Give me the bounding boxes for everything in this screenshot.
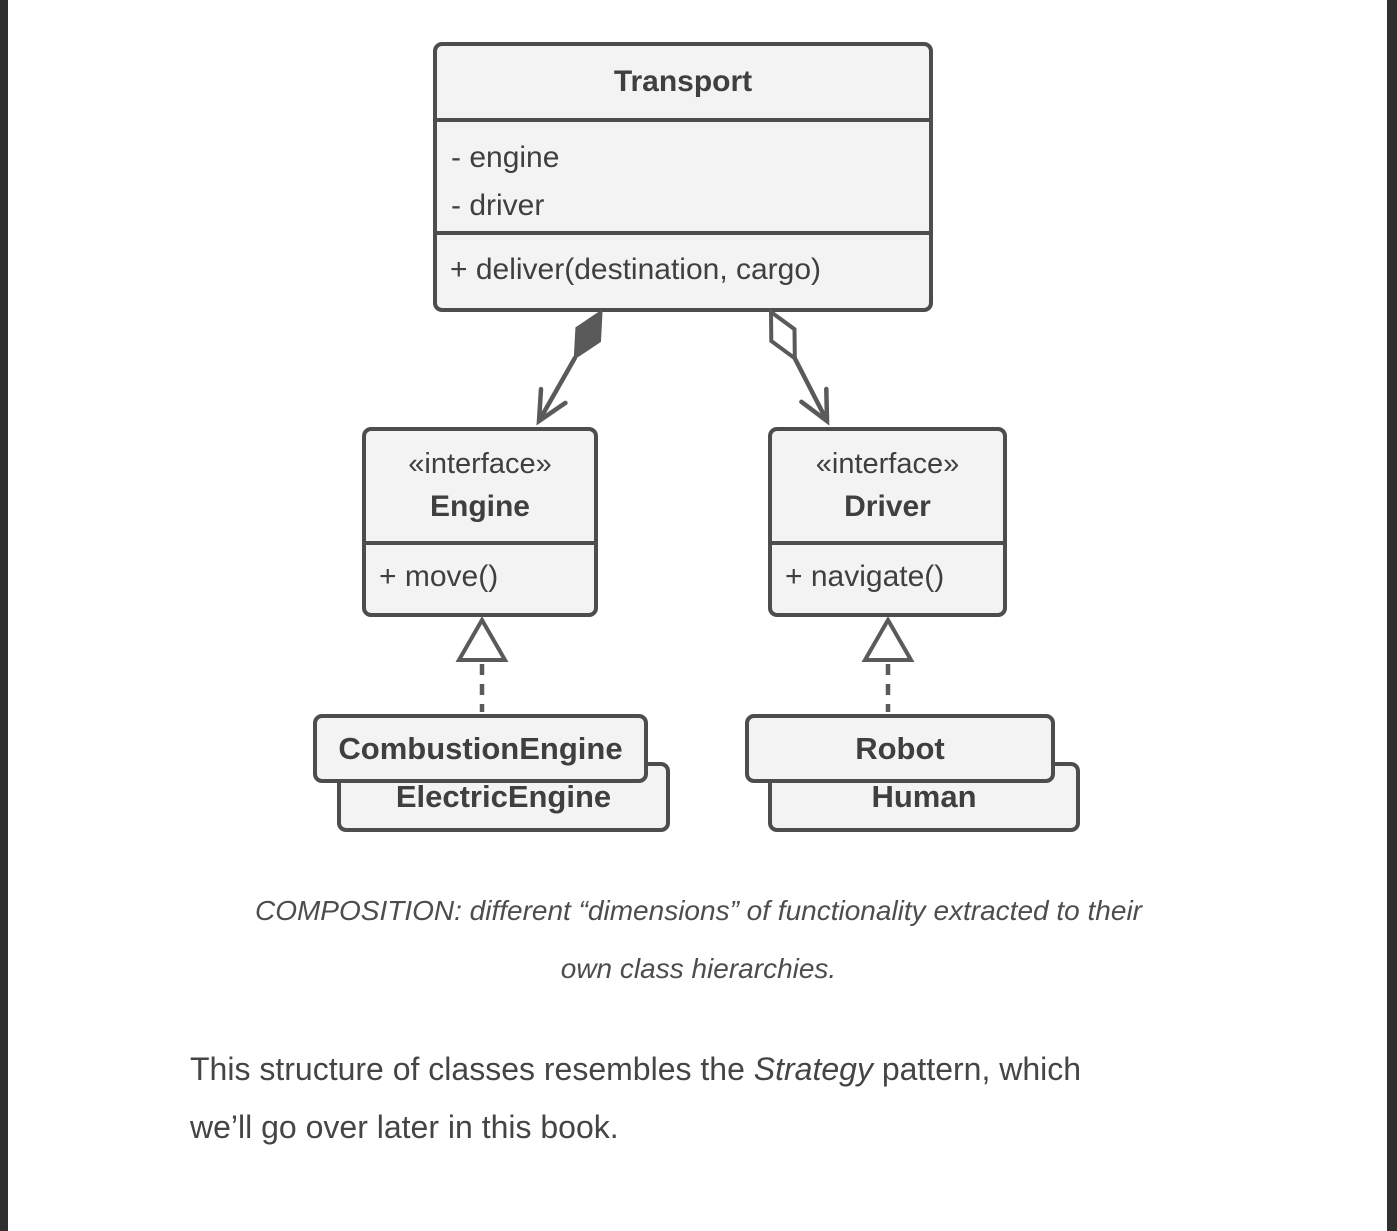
figure-caption: COMPOSITION: different “dimensions” of f… [254, 895, 1142, 984]
realization-connector-combustionengine-engine [455, 615, 509, 712]
class-name-transport: Transport [613, 65, 753, 98]
class-methods-transport: + deliver(destination, cargo) [437, 231, 929, 304]
field-engine: - engine [451, 141, 560, 174]
interface-box-driver: «interface» Driver + navigate() [768, 427, 1007, 617]
method-navigate: + navigate() [785, 560, 945, 593]
method-move: + move() [379, 560, 499, 593]
field-driver: - driver [451, 189, 545, 222]
stereotype-engine: «interface» [408, 448, 552, 480]
interface-name-engine: Engine [429, 490, 530, 523]
interface-methods-driver: + navigate() [772, 541, 1003, 609]
interface-box-engine: «interface» Engine + move() [362, 427, 598, 617]
method-deliver: + deliver(destination, cargo) [450, 252, 822, 286]
class-box-transport: Transport - engine - driver + deliver(de… [433, 42, 933, 312]
stereotype-driver: «interface» [815, 448, 960, 480]
paragraph-text-after: pattern, which we’ll go over later in th… [190, 1051, 1082, 1145]
class-fields-transport: - engine - driver [437, 118, 929, 231]
interface-methods-engine: + move() [366, 541, 594, 609]
composition-connector-transport-engine [536, 309, 603, 426]
left-edge-bar [0, 0, 8, 1231]
class-box-combustionengine: CombustionEngine [313, 714, 648, 783]
interface-name-driver: Driver [844, 490, 931, 523]
paragraph-text-before: This structure of classes resembles the [190, 1051, 754, 1087]
aggregation-connector-transport-driver [768, 308, 830, 426]
realization-connector-robot-driver [861, 615, 915, 712]
paragraph-strategy-italic: Strategy [753, 1051, 873, 1087]
class-box-robot: Robot [745, 714, 1055, 783]
body-paragraph: This structure of classes resembles the … [190, 1040, 1350, 1156]
right-edge-bar [1387, 0, 1397, 1231]
